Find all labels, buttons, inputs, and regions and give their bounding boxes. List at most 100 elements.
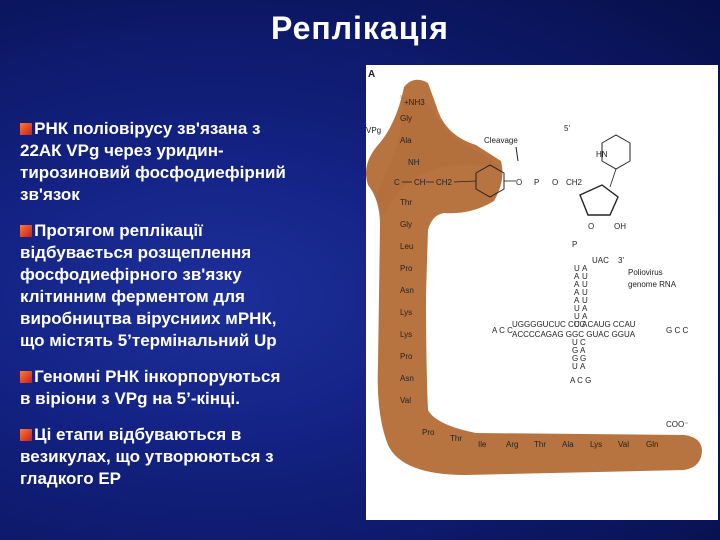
residue-label: Val (400, 396, 411, 405)
ch-label: CH (414, 178, 426, 187)
bullet-text-line: РНК поліовірусу зв'язана з (20, 119, 261, 138)
rna-base: A (580, 362, 586, 371)
bullet-text-line: 22АК VPg через уридин- (20, 141, 224, 160)
genome-label-1: Poliovirus (628, 268, 663, 277)
residue-label: Arg (506, 440, 518, 449)
residue-label: Pro (400, 264, 413, 273)
residue-label: Thr (534, 440, 546, 449)
residue-label: Lys (590, 440, 602, 449)
residue-label: Pro (422, 428, 435, 437)
rna-base: A (574, 280, 580, 289)
rna-base: U (574, 312, 580, 321)
rna-base-pair: A (582, 312, 588, 321)
bullet-text-line: в віріони з VPg на 5’-кінці. (20, 389, 240, 408)
rna-row-1: UGGGGUCUC CCC CAUG CCAU (512, 320, 636, 329)
ribose-ring (579, 184, 619, 216)
bullet-marker-icon (20, 123, 32, 135)
p-label-1: P (534, 178, 539, 187)
bullet-text-line: виробництва вірусниих мРНК, (20, 309, 277, 328)
rna-base: A (574, 272, 580, 281)
residue-label: Asn (400, 286, 414, 295)
bullet-text-line: фосфодиефірного зв'язку (20, 265, 242, 284)
bullet-list: РНК поліовірусу зв'язана з 22АК VPg через… (20, 118, 362, 504)
bullet-text-line: Ці етапи відбуваються в (20, 425, 242, 444)
cleavage-arrow (515, 146, 519, 162)
bullet-text-line: Протягом реплікації (20, 221, 203, 240)
residue-label: Gly (400, 220, 412, 229)
bullet-text-line: що містять 5’термінальний Up (20, 331, 277, 350)
bullet-item: Ці етапи відбуваються в везикулах, що утв… (20, 424, 362, 490)
bullet-marker-icon (20, 371, 32, 383)
rna-row-2: ACCCCAGAG GGC GUAC GGUA (512, 330, 636, 339)
uac-label: UAC (592, 256, 609, 265)
bullet-item: РНК поліовірусу зв'язана з 22АК VPg через… (20, 118, 362, 206)
ch2-label: CH2 (436, 178, 453, 187)
residue-label: Ile (478, 440, 487, 449)
uracil-ring (601, 134, 631, 170)
residue-label: Thr (400, 198, 412, 207)
bullet-text-line: клітинним ферментом для (20, 287, 245, 306)
rna-base-pair: A (582, 320, 588, 329)
residue-label: Lys (400, 308, 412, 317)
residue-label: Gln (646, 440, 658, 449)
rna-base: A (580, 346, 586, 355)
panel-label: A (368, 69, 375, 80)
residue-label: Val (618, 440, 629, 449)
bullet-text-line: тирозиновий фосфодиефірний (20, 163, 286, 182)
residue-label: Thr (450, 434, 462, 443)
bullet-marker-icon (20, 429, 32, 441)
rna-base: G (572, 346, 578, 355)
vpg-rna-linkage-diagram: A VPg +NH3 Cleavage 5' HN NH C CH CH2 O … (366, 65, 718, 520)
residue-label: Pro (400, 352, 413, 361)
vpg-label: VPg (366, 126, 381, 135)
bullet-item: Протягом реплікації відбувається розщепле… (20, 220, 362, 352)
ch2-label-2: CH2 (566, 178, 583, 187)
rna-base: U (572, 338, 578, 347)
tyrosine-ring (475, 164, 505, 198)
p-label-2: P (572, 240, 577, 249)
residue-label: Ala (400, 136, 412, 145)
rna-base: U (572, 362, 578, 371)
oh-label: OH (614, 222, 626, 231)
rna-base: U (574, 264, 580, 273)
rna-base: G (572, 354, 578, 363)
bullet-text-line: везикулах, що утворюються з (20, 447, 274, 466)
rna-base: G (580, 354, 586, 363)
vpg-protein-head (376, 95, 500, 215)
rna-base-pair: A (582, 304, 588, 313)
bullet-text-line: Геномні РНК інкорпоруються (20, 367, 281, 386)
o-label-2: O (552, 178, 558, 187)
residue-label: Leu (400, 242, 413, 251)
vpg-protein-shape (366, 79, 702, 475)
slide-title: Реплікація (271, 10, 449, 46)
residue-label: Ala (562, 440, 574, 449)
rna-base-pair: U (582, 280, 588, 289)
o-label-1: O (516, 178, 522, 187)
diagram-svg: A VPg +NH3 Cleavage 5' HN NH C CH CH2 O … (366, 69, 702, 475)
residue-label: Lys (400, 330, 412, 339)
five-prime-label: 5' (564, 124, 570, 133)
c-label: C (394, 178, 400, 187)
bullet-text-line: зв'язок (20, 185, 80, 204)
rna-loop-left: A C C (492, 326, 513, 335)
rna-lower-tail: A C G (570, 376, 591, 385)
rna-base-pair: U (582, 296, 588, 305)
rna-base: A (574, 296, 580, 305)
bullet-marker-icon (20, 225, 32, 237)
three-prime-label: 3' (618, 256, 624, 265)
o-label-3: O (588, 222, 594, 231)
cooh-label: COO⁻ (666, 420, 688, 429)
residue-label: Asn (400, 374, 414, 383)
bullet-text-line: відбувається розщеплення (20, 243, 252, 262)
rna-base: A (574, 288, 580, 297)
rna-base-pair: A (582, 264, 588, 273)
nh-label: NH (408, 158, 420, 167)
rna-base: C (580, 338, 586, 347)
bullet-item: Геномні РНК інкорпоруються в віріони з VP… (20, 366, 362, 410)
rna-base: U (574, 304, 580, 313)
rna-base: U (574, 320, 580, 329)
